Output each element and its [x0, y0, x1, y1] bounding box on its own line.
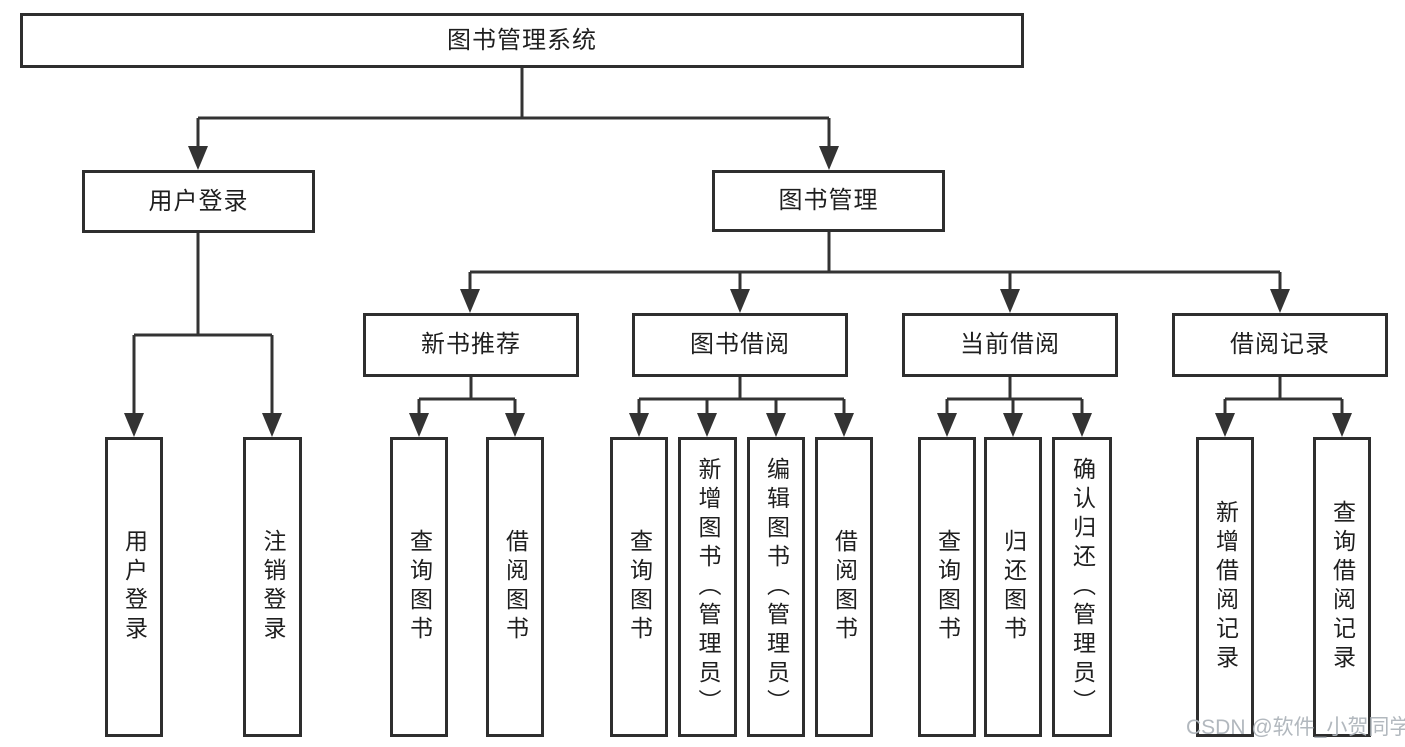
node-label: 当前借阅 — [960, 331, 1060, 358]
node-label: 归还图书 — [1000, 529, 1027, 645]
node-new-book-recommend: 新书推荐 — [363, 313, 579, 377]
leaf-bb-add-books-admin: 新增图书（管理员） — [678, 437, 737, 737]
node-book-management: 图书管理 — [712, 170, 945, 232]
node-label: 查询借阅记录 — [1329, 500, 1356, 674]
leaf-user-login: 用户登录 — [105, 437, 163, 737]
arrowheads — [124, 146, 1352, 437]
node-current-borrow: 当前借阅 — [902, 313, 1118, 377]
leaf-bb-query-books: 查询图书 — [610, 437, 668, 737]
node-user-login: 用户登录 — [82, 170, 315, 233]
node-label: 图书借阅 — [690, 331, 790, 358]
node-label: 查询图书 — [626, 529, 653, 645]
leaf-nbr-borrow-books: 借阅图书 — [486, 437, 544, 737]
node-label: 查询图书 — [406, 529, 433, 645]
node-label: 图书管理系统 — [447, 26, 597, 54]
node-label: 借阅记录 — [1230, 331, 1330, 358]
node-label: 图书管理 — [778, 187, 879, 214]
node-label: 借阅图书 — [502, 529, 529, 645]
leaf-br-query-record: 查询借阅记录 — [1313, 437, 1371, 737]
node-label: 用户登录 — [121, 529, 148, 645]
leaf-cb-confirm-return-admin: 确认归还（管理员） — [1052, 437, 1112, 737]
csdn-watermark: CSDN @软件_小贺同学 — [1186, 716, 1405, 739]
node-borrow-records: 借阅记录 — [1172, 313, 1388, 377]
leaf-nbr-query-books: 查询图书 — [390, 437, 448, 737]
leaf-bb-borrow-books: 借阅图书 — [815, 437, 873, 737]
node-label: 新书推荐 — [421, 331, 521, 358]
node-root-library-system: 图书管理系统 — [20, 13, 1024, 68]
node-label: 确认归还（管理员） — [1069, 456, 1096, 718]
connector-paths — [132, 68, 1344, 415]
node-label: 新增图书（管理员） — [695, 456, 721, 718]
leaf-cb-query-books: 查询图书 — [918, 437, 976, 737]
node-label: 借阅图书 — [831, 529, 858, 645]
node-label: 注销登录 — [260, 529, 286, 645]
node-label: 查询图书 — [934, 529, 961, 645]
node-label: 新增借阅记录 — [1212, 500, 1239, 674]
leaf-cb-return-books: 归还图书 — [984, 437, 1042, 737]
node-label: 用户登录 — [148, 187, 249, 215]
leaf-logout: 注销登录 — [243, 437, 302, 737]
leaf-bb-edit-books-admin: 编辑图书（管理员） — [747, 437, 805, 737]
node-book-borrow: 图书借阅 — [632, 313, 848, 377]
node-label: 编辑图书（管理员） — [763, 456, 790, 718]
leaf-br-add-record: 新增借阅记录 — [1196, 437, 1254, 737]
